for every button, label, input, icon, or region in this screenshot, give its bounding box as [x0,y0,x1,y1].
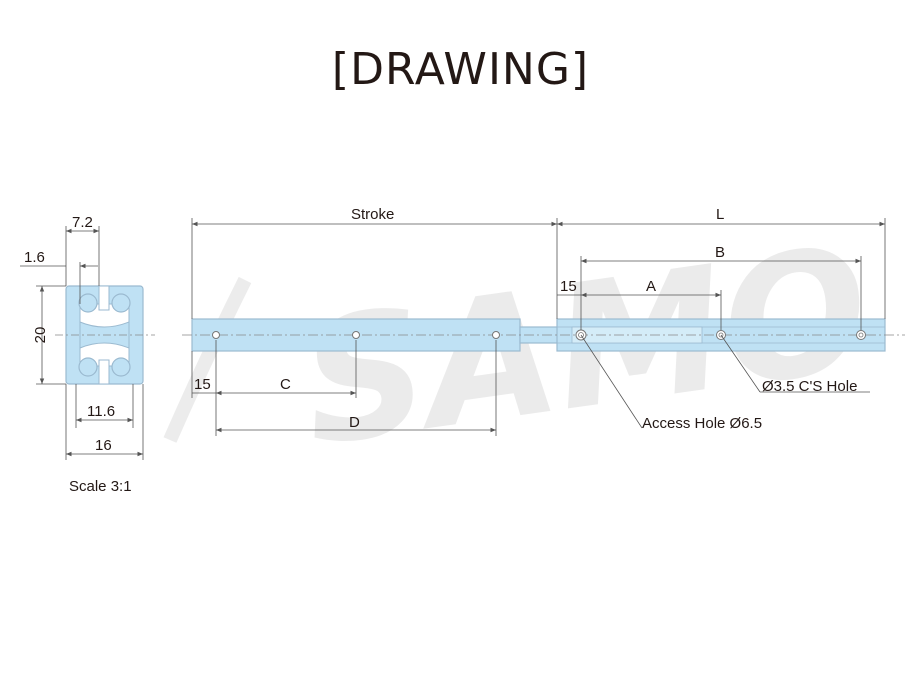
ball [78,357,98,377]
ball [78,293,98,313]
bottom-slot [98,359,110,385]
side-view-dimensions [191,218,886,436]
dim-inner-width: 11.6 [87,403,115,420]
dim-offset-left: 15 [194,376,211,393]
mounting-hole [492,331,500,339]
access-hole-label: Access Hole Ø6.5 [642,415,762,432]
watermark-swoosh [163,276,252,443]
mounting-hole [352,331,360,339]
dim-length: L [716,206,724,223]
dim-wall: 1.6 [24,249,45,266]
cross-section-dimensions [20,226,144,460]
dim-b: B [715,244,725,261]
ball [111,293,131,313]
dim-stroke: Stroke [351,206,394,223]
dim-height: 20 [32,327,49,344]
top-slot [98,285,110,311]
cross-section [55,285,155,385]
dim-c: C [280,376,291,393]
dim-a: A [646,278,656,295]
dim-offset-right: 15 [560,278,577,295]
dim-d: D [349,414,360,431]
scale-label: Scale 3:1 [69,478,132,495]
page-title: [DRAWING] [331,44,590,95]
dim-slot: 7.2 [72,214,93,231]
dim-width: 16 [95,437,112,454]
ball [111,357,131,377]
cs-hole-label: Ø3.5 C'S Hole [762,378,857,395]
cs-hole [856,330,866,340]
mounting-hole [212,331,220,339]
